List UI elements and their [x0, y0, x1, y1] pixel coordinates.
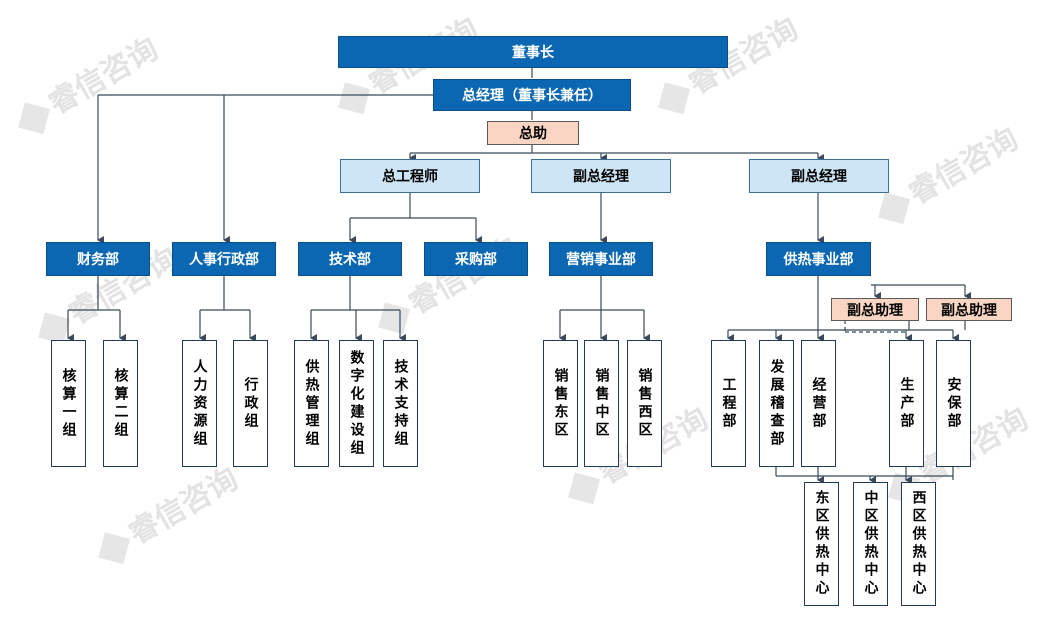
group-box-digital: 数字化建设组	[339, 340, 374, 467]
group-box-tech-support: 技术支持组	[383, 340, 418, 467]
deputy-gm-box-2: 副总经理	[749, 159, 889, 193]
marketing-division-box: 营销事业部	[549, 242, 653, 276]
deputy-gm-box-1: 副总经理	[531, 159, 671, 193]
assistant-gm-box: 总助	[487, 121, 579, 145]
chief-engineer-box: 总工程师	[340, 159, 480, 193]
group-box-central-heating-center: 中区供热中心	[853, 482, 888, 606]
group-box-admin: 行政组	[233, 340, 268, 467]
deputy-assistant-box-2: 副总助理	[926, 298, 1012, 321]
group-box-operations: 经营部	[801, 340, 836, 467]
tech-dept-box: 技术部	[298, 242, 402, 276]
group-box-sales-east: 销售东区	[543, 340, 578, 467]
group-box-heating-mgmt: 供热管理组	[294, 340, 329, 467]
deputy-assistant-box-1: 副总助理	[831, 298, 919, 321]
group-box-hr: 人力资源组	[182, 340, 217, 467]
group-box-acc2: 核算二组	[103, 340, 138, 467]
heating-division-box: 供热事业部	[766, 242, 871, 276]
chairman-box: 董事长	[338, 36, 728, 68]
purchase-dept-box: 采购部	[424, 242, 528, 276]
group-box-sales-central: 销售中区	[584, 340, 619, 467]
group-box-acc1: 核算一组	[51, 340, 86, 467]
group-box-dev-audit: 发展稽查部	[759, 340, 794, 467]
hr-admin-dept-box: 人事行政部	[172, 242, 276, 276]
group-box-production: 生产部	[889, 340, 924, 467]
group-box-west-heating-center: 西区供热中心	[901, 482, 936, 606]
general-manager-box: 总经理（董事长兼任）	[433, 79, 631, 111]
group-box-safety: 安保部	[936, 340, 971, 467]
group-box-east-heating-center: 东区供热中心	[804, 482, 839, 606]
group-box-engineering: 工程部	[711, 340, 746, 467]
finance-dept-box: 财务部	[46, 242, 150, 276]
group-box-sales-west: 销售西区	[627, 340, 662, 467]
